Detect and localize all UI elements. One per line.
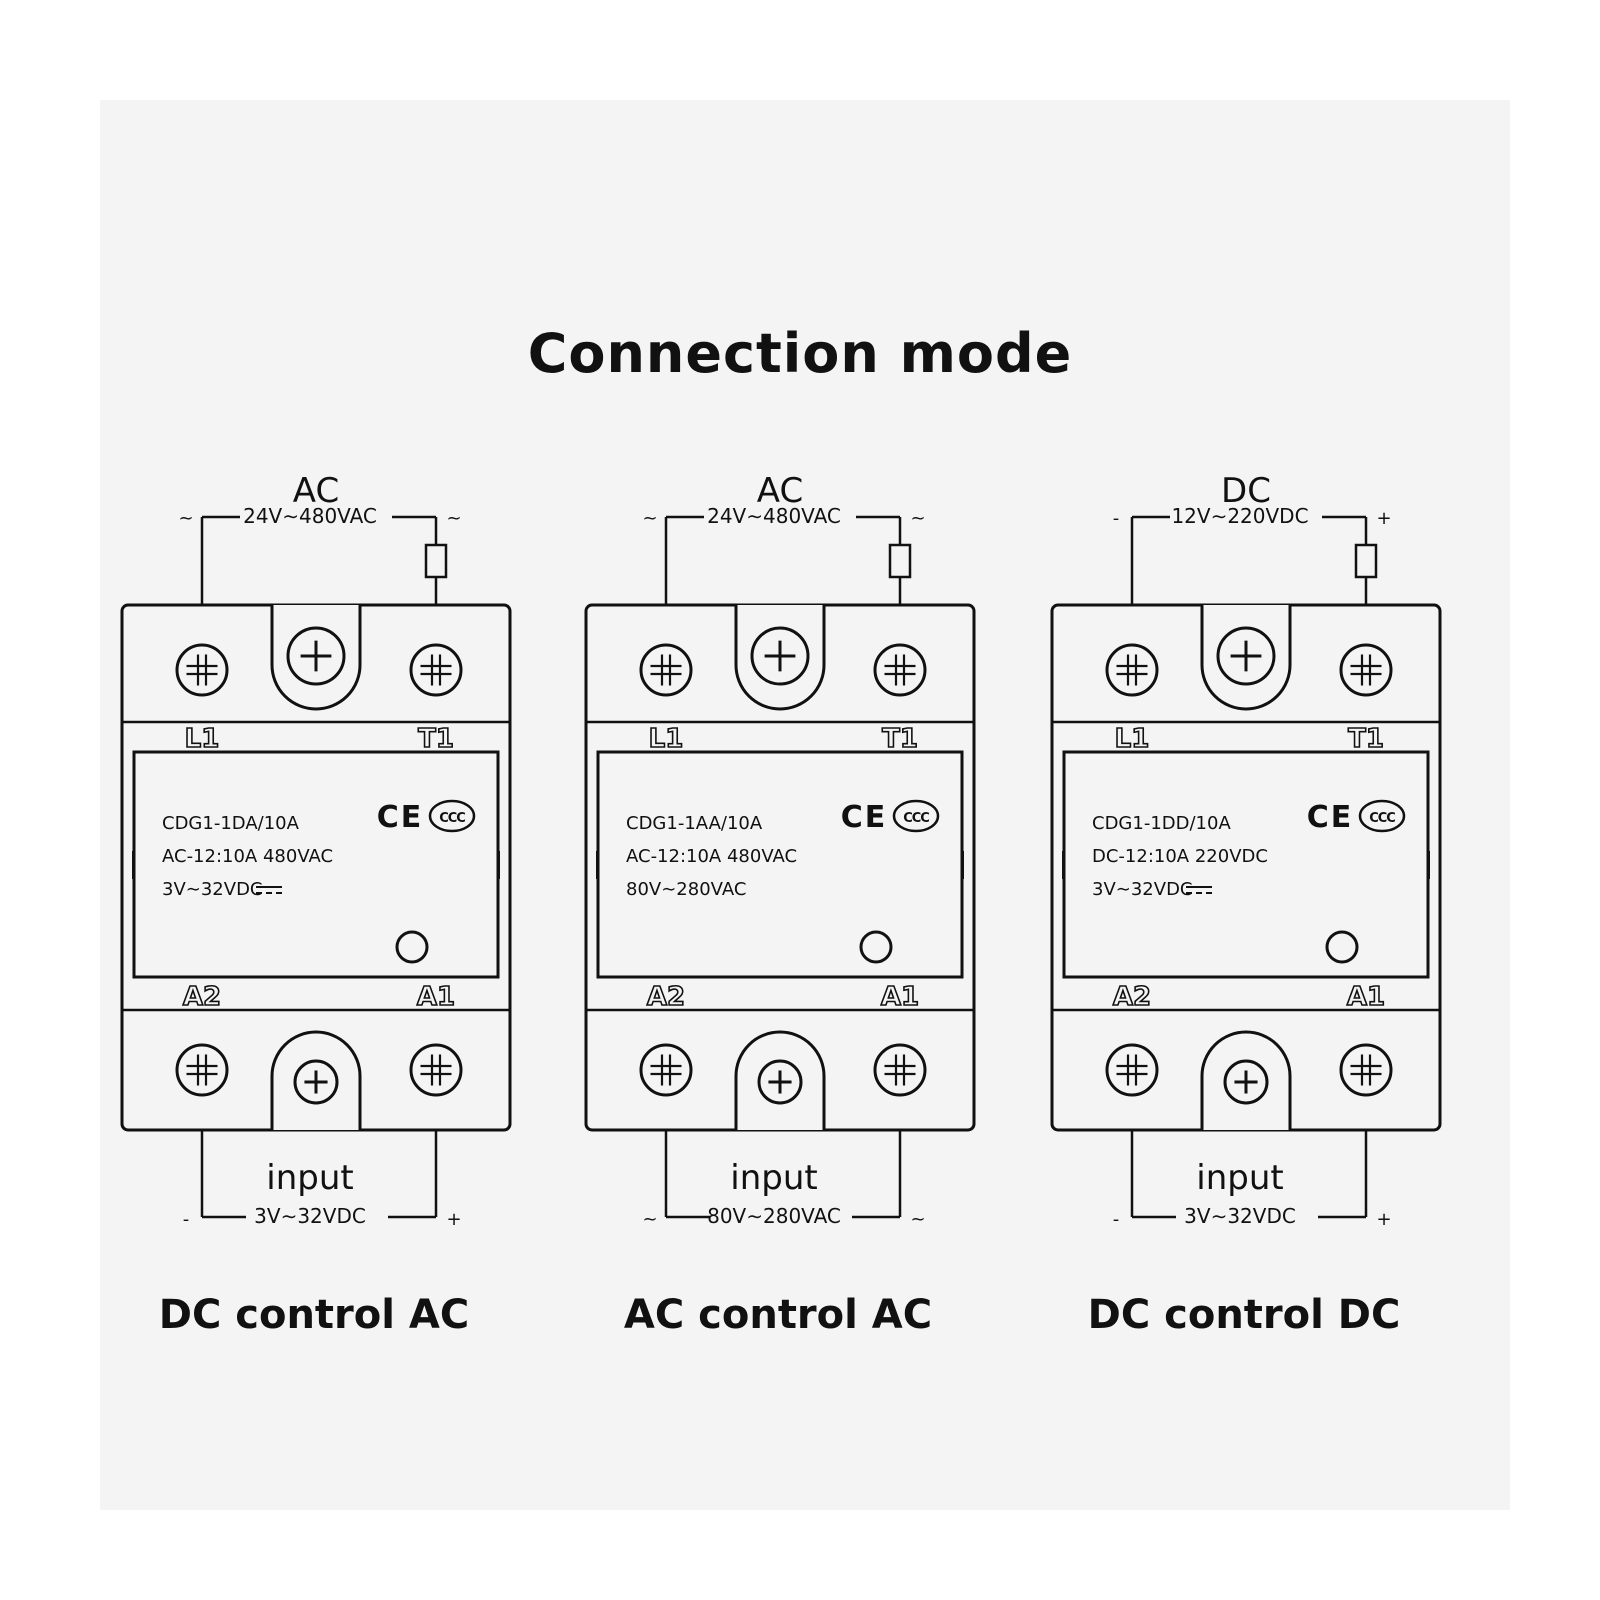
terminal-label-a2: A2 xyxy=(647,982,685,1012)
load-left-polarity: ~ xyxy=(178,508,193,529)
terminal-screw-icon xyxy=(1339,1043,1393,1097)
ccc-mark-icon: CCC xyxy=(428,799,476,833)
load-voltage-range: 24V∼480VAC xyxy=(707,504,841,528)
terminal-screw-icon xyxy=(873,643,927,697)
load-voltage-range: 12V∼220VDC xyxy=(1171,504,1308,528)
load-right-polarity: ~ xyxy=(446,508,461,529)
status-led-icon xyxy=(859,930,893,964)
input-right-polarity: + xyxy=(446,1209,461,1230)
terminal-screw-icon xyxy=(175,643,229,697)
control-voltage: 3V∼32VDC xyxy=(1092,879,1193,900)
model-number: CDG1-1DA/10A xyxy=(162,813,300,834)
terminal-screw-icon xyxy=(639,1043,693,1097)
load-resistor xyxy=(1354,543,1378,579)
terminal-screw-icon xyxy=(1105,643,1159,697)
mounting-screw-icon xyxy=(1216,626,1276,686)
terminal-screw-icon xyxy=(1105,1043,1159,1097)
terminal-label-l1: L1 xyxy=(649,724,684,754)
load-type-label: AC xyxy=(293,471,339,511)
page-title: Connection mode xyxy=(527,322,1073,385)
input-label: input xyxy=(1196,1158,1283,1198)
load-resistor xyxy=(888,543,912,579)
load-type-label: DC xyxy=(1221,471,1271,511)
input-right-polarity: ~ xyxy=(910,1209,925,1230)
terminal-label-l1: L1 xyxy=(1115,724,1150,754)
ce-mark-icon: CE xyxy=(377,800,424,835)
terminal-label-a1: A1 xyxy=(417,982,455,1012)
control-voltage: 3V∼32VDC xyxy=(162,879,263,900)
load-resistor xyxy=(424,543,448,579)
control-voltage: 80V∼280VAC xyxy=(626,879,746,900)
input-left-polarity: - xyxy=(1113,1209,1120,1230)
mounting-screw-icon xyxy=(750,626,810,686)
status-led-icon xyxy=(1325,930,1359,964)
ccc-mark-text: CCC xyxy=(903,811,929,826)
rating-text: AC-12:10A 480VAC xyxy=(162,846,333,867)
dc-symbol-icon xyxy=(1186,886,1212,894)
terminal-label-a2: A2 xyxy=(1113,982,1151,1012)
nameplate xyxy=(132,750,500,979)
terminal-screw-icon xyxy=(639,643,693,697)
terminal-label-a1: A1 xyxy=(1347,982,1385,1012)
model-number: CDG1-1AA/10A xyxy=(626,813,763,834)
nameplate xyxy=(1062,750,1430,979)
mounting-screw-icon xyxy=(1223,1059,1269,1105)
ccc-mark-icon: CCC xyxy=(892,799,940,833)
terminal-label-t1: T1 xyxy=(418,724,454,754)
load-left-polarity: - xyxy=(1113,508,1120,529)
terminal-label-a1: A1 xyxy=(881,982,919,1012)
mode-caption: DC control AC xyxy=(159,1292,469,1338)
input-left-polarity: ~ xyxy=(642,1209,657,1230)
input-label: input xyxy=(730,1158,817,1198)
input-left-polarity: - xyxy=(183,1209,190,1230)
terminal-screw-icon xyxy=(409,643,463,697)
terminal-screw-icon xyxy=(1339,643,1393,697)
load-type-label: AC xyxy=(757,471,803,511)
load-left-polarity: ~ xyxy=(642,508,657,529)
load-right-polarity: + xyxy=(1376,508,1391,529)
terminal-label-t1: T1 xyxy=(882,724,918,754)
ce-mark-icon: CE xyxy=(1307,800,1354,835)
load-right-polarity: ~ xyxy=(910,508,925,529)
ccc-mark-icon: CCC xyxy=(1358,799,1406,833)
terminal-screw-icon xyxy=(409,1043,463,1097)
input-label: input xyxy=(266,1158,353,1198)
ce-mark-icon: CE xyxy=(841,800,888,835)
terminal-screw-icon xyxy=(175,1043,229,1097)
status-led-icon xyxy=(395,930,429,964)
rating-text: AC-12:10A 480VAC xyxy=(626,846,797,867)
mode-caption: DC control DC xyxy=(1088,1292,1401,1338)
input-right-polarity: + xyxy=(1376,1209,1391,1230)
input-voltage-range: 3V∼32VDC xyxy=(1184,1204,1296,1228)
mode-caption: AC control AC xyxy=(624,1292,932,1338)
mounting-screw-icon xyxy=(286,626,346,686)
ccc-mark-text: CCC xyxy=(1369,811,1395,826)
terminal-screw-icon xyxy=(873,1043,927,1097)
mounting-screw-icon xyxy=(757,1059,803,1105)
mounting-screw-icon xyxy=(293,1059,339,1105)
terminal-label-l1: L1 xyxy=(185,724,220,754)
terminal-label-t1: T1 xyxy=(1348,724,1384,754)
input-voltage-range: 80V∼280VAC xyxy=(707,1204,841,1228)
terminal-label-a2: A2 xyxy=(183,982,221,1012)
rating-text: DC-12:10A 220VDC xyxy=(1092,846,1268,867)
input-voltage-range: 3V∼32VDC xyxy=(254,1204,366,1228)
nameplate xyxy=(596,750,964,979)
load-voltage-range: 24V∼480VAC xyxy=(243,504,377,528)
model-number: CDG1-1DD/10A xyxy=(1092,813,1231,834)
ccc-mark-text: CCC xyxy=(439,811,465,826)
dc-symbol-icon xyxy=(256,886,282,894)
